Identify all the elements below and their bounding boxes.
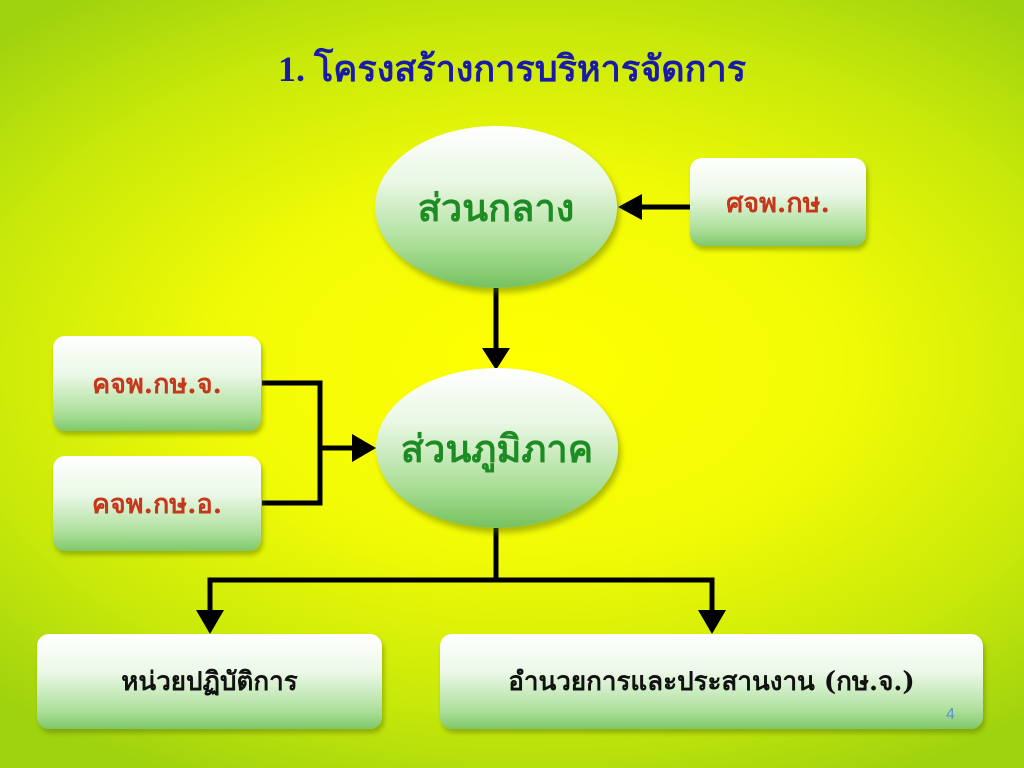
node-coordination: อำนวยการและประสานงาน (กษ.จ.) [440, 634, 983, 729]
node-central-label: ส่วนกลาง [417, 184, 575, 230]
node-provincial-committee: คจพ.กษ.จ. [53, 336, 261, 431]
node-operating-unit: หน่วยปฏิบัติการ [37, 634, 382, 729]
arrowhead-regional-top [482, 348, 510, 370]
bracket-committees [262, 380, 323, 506]
arrowhead-operating-unit [196, 610, 224, 634]
arrowhead-regional-left [352, 434, 376, 462]
node-coordination-label: อำนวยการและประสานงาน (กษ.จ.) [508, 667, 915, 697]
node-district-committee-label: คจพ.กษ.อ. [91, 489, 223, 520]
slide-title: 1. โครงสร้างการบริหารจัดการ [277, 49, 747, 89]
node-national-committee-label: ศจพ.กษ. [726, 187, 830, 219]
node-national-committee: ศจพ.กษ. [690, 158, 866, 246]
bracket-bottom [207, 577, 715, 612]
page-number: 4 [946, 706, 955, 723]
node-regional-label: ส่วนภูมิภาค [400, 425, 594, 471]
node-regional: ส่วนภูมิภาค [376, 368, 618, 528]
node-operating-unit-label: หน่วยปฏิบัติการ [121, 667, 298, 697]
arrowhead-central [618, 194, 642, 220]
node-provincial-committee-label: คจพ.กษ.จ. [92, 369, 222, 400]
node-district-committee: คจพ.กษ.อ. [53, 456, 261, 551]
arrowhead-coordination [698, 610, 726, 634]
node-central: ส่วนกลาง [375, 126, 617, 288]
